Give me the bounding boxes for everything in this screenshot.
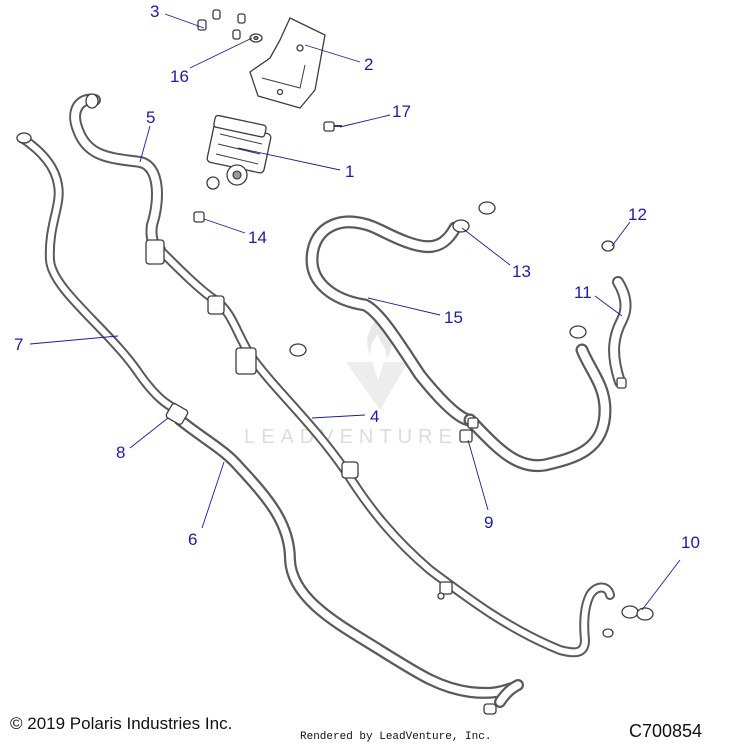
document-id: C700854 xyxy=(629,721,703,741)
fastener-14 xyxy=(193,211,205,223)
watermark-v-icon xyxy=(346,362,408,410)
clamp-near-11 xyxy=(569,325,587,339)
fastener-3 xyxy=(197,9,246,40)
callout-11: 11 xyxy=(574,283,592,302)
watermark: LEADVENTURE xyxy=(244,320,458,448)
clamp-13 xyxy=(452,201,496,233)
clamp-12 xyxy=(601,240,615,252)
connector-8 xyxy=(165,403,189,425)
callout-10: 10 xyxy=(681,533,700,552)
rendered-by-text: Rendered by LeadVenture, Inc. xyxy=(300,731,492,743)
callout-4: 4 xyxy=(370,407,379,426)
part-1-component xyxy=(206,114,272,190)
callout-2: 2 xyxy=(364,55,373,74)
washer-16 xyxy=(249,33,263,43)
clamp-center xyxy=(289,343,307,357)
callout-6: 6 xyxy=(188,530,197,549)
hose-end-caps xyxy=(16,93,627,715)
leader-lines xyxy=(29,13,681,611)
callout-1: 1 xyxy=(345,162,354,181)
callout-3: 3 xyxy=(150,2,159,21)
callout-7: 7 xyxy=(14,335,23,354)
callout-5: 5 xyxy=(146,108,155,127)
clamp-10 xyxy=(602,605,654,638)
callout-12: 12 xyxy=(628,205,647,224)
watermark-text: LEADVENTURE xyxy=(244,426,458,448)
callout-15: 15 xyxy=(444,308,463,327)
clip-9 xyxy=(459,417,479,443)
callout-13: 13 xyxy=(512,262,531,281)
hose-4-brackets xyxy=(145,239,453,600)
watermark-flame-icon xyxy=(367,320,392,358)
callout-labels: 1 2 3 4 5 6 7 8 9 10 11 12 13 14 15 16 1… xyxy=(14,2,700,552)
parts xyxy=(16,9,654,715)
callout-8: 8 xyxy=(116,443,125,462)
part-2-component xyxy=(249,17,326,109)
callout-9: 9 xyxy=(484,513,493,532)
tubes xyxy=(17,93,632,708)
callout-14: 14 xyxy=(248,228,267,247)
callout-17: 17 xyxy=(392,102,411,121)
fastener-17 xyxy=(323,121,342,132)
callout-16: 16 xyxy=(170,67,189,86)
copyright-text: © 2019 Polaris Industries Inc. xyxy=(10,714,233,733)
